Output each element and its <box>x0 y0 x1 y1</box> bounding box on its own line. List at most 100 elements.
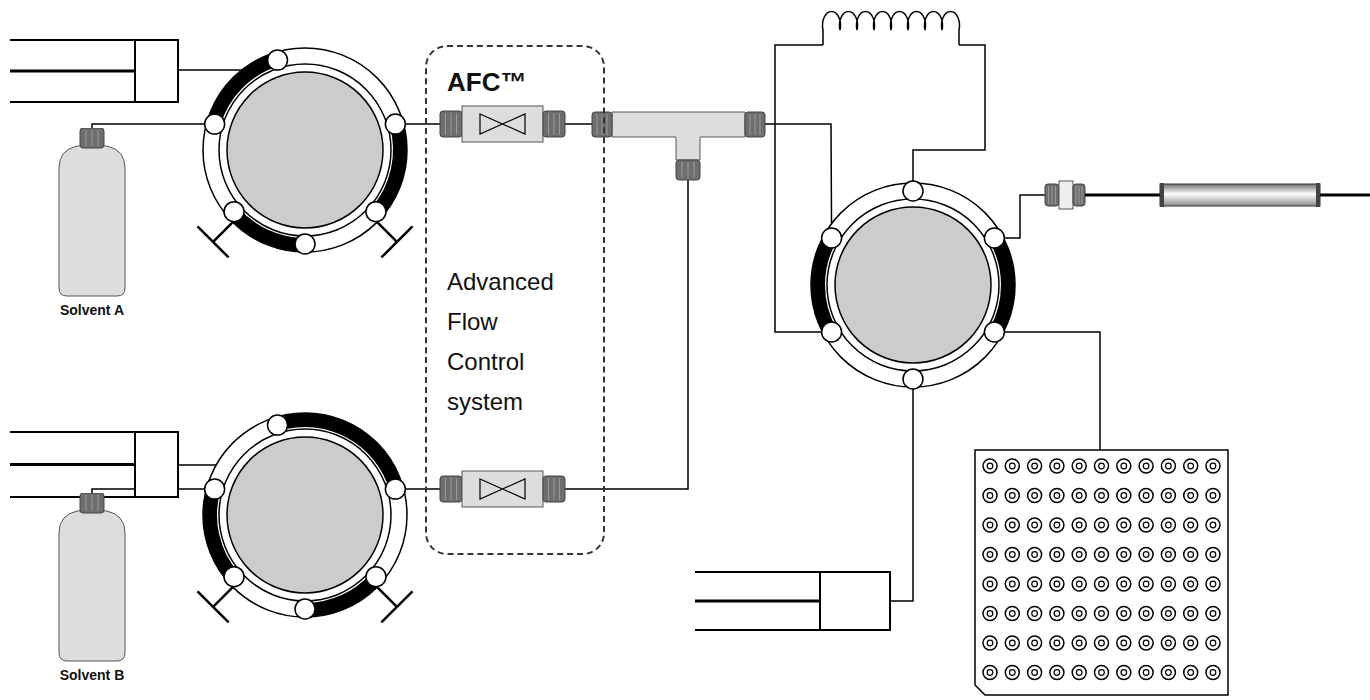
plate-well <box>1143 522 1149 528</box>
valve-port <box>295 234 315 254</box>
plate-well <box>1121 522 1127 528</box>
plate-well <box>1188 670 1194 676</box>
plate-well <box>1099 493 1105 499</box>
plate-well <box>1005 636 1019 650</box>
fitting-ridge <box>1052 186 1053 204</box>
valve-handle <box>198 226 229 257</box>
plate-well <box>1210 611 1216 617</box>
plate-well <box>1117 518 1131 532</box>
plate-well <box>1117 607 1131 621</box>
tube-fitting <box>543 476 565 502</box>
group-title: AFC™ <box>447 67 526 97</box>
tube-fitting <box>440 111 462 137</box>
plate-well <box>1184 666 1198 680</box>
plate-well <box>1072 518 1086 532</box>
syringe-barrel <box>10 431 135 433</box>
plate-well <box>1188 581 1194 587</box>
plate-well <box>1166 493 1172 499</box>
valve-port <box>903 369 923 389</box>
plate-well <box>1054 463 1060 469</box>
cap-ridge <box>92 130 93 146</box>
plate-well <box>987 552 993 558</box>
plate-well <box>1054 581 1060 587</box>
plate-well <box>1005 518 1019 532</box>
column-end <box>1316 183 1320 207</box>
bottle-shape <box>47 493 137 663</box>
plate-well <box>1161 607 1175 621</box>
fitting-ridge <box>445 113 446 135</box>
tubing-line <box>890 379 913 601</box>
plate-well <box>1028 548 1042 562</box>
fitting-ridge <box>688 162 689 178</box>
plate-well <box>1032 581 1038 587</box>
valve-port <box>205 479 225 499</box>
fitting-ridge <box>554 113 555 135</box>
syringe-pump <box>695 572 890 630</box>
plate-well <box>1139 666 1153 680</box>
plate-well <box>1099 463 1105 469</box>
plate-well <box>1099 611 1105 617</box>
fitting-nut <box>1073 184 1085 206</box>
bottle-shape <box>47 128 137 298</box>
syringe-head <box>135 40 178 102</box>
plate-well <box>987 581 993 587</box>
valve-ring <box>203 48 407 252</box>
bottle-label: Solvent B <box>47 667 137 683</box>
valve-port <box>224 202 244 222</box>
plate-well <box>1095 607 1109 621</box>
fitting-ridge <box>1076 186 1077 204</box>
syringe-barrel <box>10 39 135 41</box>
plate-well <box>1010 670 1016 676</box>
fitting-ridge <box>682 162 683 178</box>
plate-well <box>1210 463 1216 469</box>
valve-port <box>385 479 405 499</box>
plate-well <box>983 548 997 562</box>
plate-well <box>1206 607 1220 621</box>
valve-port <box>385 114 405 134</box>
tube-fitting <box>676 160 700 180</box>
fitting-ridge <box>1079 186 1080 204</box>
plate-well <box>1139 518 1153 532</box>
plate-well <box>1072 459 1086 473</box>
plate-well <box>1206 459 1220 473</box>
valve-port <box>268 415 288 435</box>
plate-well <box>1010 552 1016 558</box>
plate-well <box>1184 459 1198 473</box>
tube-fitting <box>745 112 765 137</box>
plate-well <box>1072 577 1086 591</box>
valve-handle <box>381 591 412 622</box>
rotary-valve <box>203 413 407 619</box>
valve-rotor <box>227 437 383 593</box>
plate-well <box>1005 607 1019 621</box>
fitting-nut <box>745 112 765 137</box>
plate-well <box>1099 670 1105 676</box>
plate-well <box>1139 577 1153 591</box>
plate-well <box>1054 522 1060 528</box>
plate-well <box>1206 548 1220 562</box>
fitting-ridge <box>1082 186 1083 204</box>
plate-well <box>1210 581 1216 587</box>
plate-well <box>1206 666 1220 680</box>
plate-well <box>1005 577 1019 591</box>
plate-well <box>1010 581 1016 587</box>
plate-well <box>983 636 997 650</box>
plate-well <box>1184 577 1198 591</box>
plate-well <box>1188 611 1194 617</box>
syringe-plunger <box>10 463 135 466</box>
tee-union <box>612 112 745 160</box>
plate-well <box>987 463 993 469</box>
plate-well <box>1095 518 1109 532</box>
plate-well <box>1095 548 1109 562</box>
plate-well <box>1143 670 1149 676</box>
plate-well <box>987 640 993 646</box>
plate-well <box>1072 666 1086 680</box>
fitting-ridge <box>755 114 756 135</box>
column-inlet <box>1085 194 1160 197</box>
plate-well <box>983 607 997 621</box>
valve-channel <box>989 234 1015 336</box>
fitting-ridge <box>451 478 452 500</box>
plate-well <box>1188 522 1194 528</box>
plate-well <box>1143 463 1149 469</box>
